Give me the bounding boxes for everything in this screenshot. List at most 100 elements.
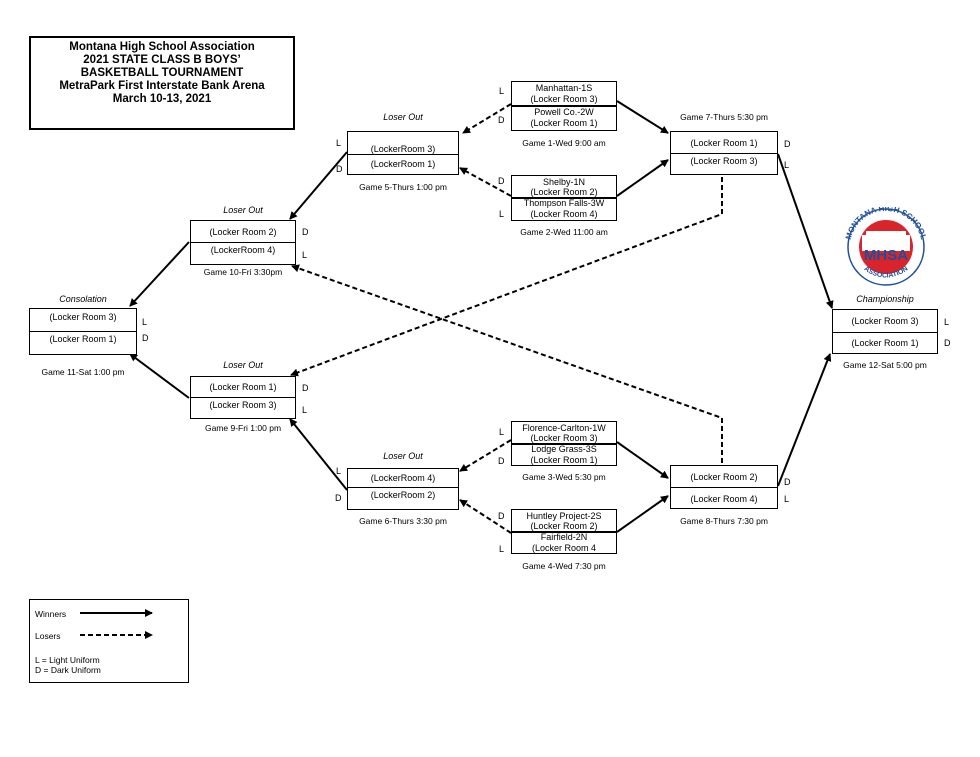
game-8-bottom-room: (Locker Room 4) <box>690 494 758 504</box>
winner-line-g8-g12 <box>777 353 832 487</box>
game-10-caption: Game 10-Fri 3:30pm <box>203 267 283 277</box>
game-2-bottom-team: Thompson Falls-3W <box>523 198 605 208</box>
legend-winners-label: Winners <box>35 609 67 619</box>
game-8-top-uniform: D <box>784 477 791 487</box>
game-6-bottom-uniform: D <box>335 493 342 503</box>
game-8-top-room: (Locker Room 2) <box>690 472 758 482</box>
title-line-venue: MetraPark First Interstate Bank Arena <box>59 80 265 92</box>
game-3-top-uniform: L <box>499 427 505 437</box>
title-line-tournament: BASKETBALL TOURNAMENT <box>80 67 244 79</box>
game-6-caption: Game 6-Thurs 3:30 pm <box>359 516 447 526</box>
game-7-bottom-uniform: L <box>784 160 790 170</box>
game-12-top-uniform: L <box>944 317 950 327</box>
winner-line-g9-g11 <box>129 353 190 399</box>
winner-line-g10-g11 <box>129 241 190 307</box>
winner-line-g1-g7 <box>616 100 669 134</box>
game-9-top-room: (Locker Room 1) <box>209 382 277 392</box>
game-10-top-room: (Locker Room 2) <box>209 227 277 237</box>
game-4-bottom-uniform: L <box>499 544 505 554</box>
game-9-box: (Locker Room 1) (Locker Room 3) <box>190 376 296 419</box>
game-1-top-uniform: L <box>499 86 505 96</box>
game-5-caption: Game 5-Thurs 1:00 pm <box>359 182 447 192</box>
game-12-box: (Locker Room 3) (Locker Room 1) <box>832 309 938 354</box>
game-4-bottom-team: Fairfield-2N <box>540 532 588 542</box>
legend-dark-uniform: D = Dark Uniform <box>35 665 101 675</box>
game-2-bottom-room: (Locker Room 4) <box>530 209 598 219</box>
game-9-label: Loser Out <box>223 360 263 370</box>
legend-light-uniform: L = Light Uniform <box>35 655 100 665</box>
game-4-top-team: Huntley Project-2S <box>526 511 602 521</box>
game-5-bottom-uniform: D <box>336 164 343 174</box>
logo-center-text: MHSA <box>864 247 908 264</box>
game-3-bottom-room: (Locker Room 1) <box>530 455 598 465</box>
game-1-bottom-team: Powell Co.-2W <box>534 107 594 117</box>
game-3-top-team: Florence-Carlton-1W <box>522 423 606 433</box>
game-11-box: (Locker Room 3) (Locker Room 1) <box>29 308 137 355</box>
loser-line-g1-g5 <box>462 103 512 134</box>
game-1-top-room: (Locker Room 3) <box>530 94 598 104</box>
game-11-label: Consolation <box>59 294 107 304</box>
game-10-label: Loser Out <box>223 205 263 215</box>
tournament-title-box: Montana High School Association 2021 STA… <box>29 36 295 130</box>
game-12-bottom-room: (Locker Room 1) <box>851 338 919 348</box>
game-1-top-team: Manhattan-1S <box>535 83 593 93</box>
loser-line-g4-g6 <box>459 499 512 534</box>
game-10-bottom-room: (LockerRoom 4) <box>210 245 276 255</box>
legend-box: Winners Losers L = Light Uniform D = Dar… <box>29 599 189 683</box>
game-11-bottom-room: (Locker Room 1) <box>49 334 117 344</box>
game-5-top-room: (LockerRoom 3) <box>370 144 436 154</box>
game-11-top-room: (Locker Room 3) <box>49 312 117 322</box>
game-6-top-room: (LockerRoom 4) <box>370 473 436 483</box>
game-12-top-room: (Locker Room 3) <box>851 316 919 326</box>
game-9-caption: Game 9-Fri 1:00 pm <box>204 423 282 433</box>
game-6-box: (LockerRoom 4) (LockerRoom 2) <box>347 468 459 510</box>
winner-line-g6-g9 <box>289 418 348 491</box>
game-2-top-uniform: D <box>498 176 505 186</box>
game-7-top-room: (Locker Room 1) <box>690 138 758 148</box>
game-3-bottom-team: Lodge Grass-3S <box>531 444 597 454</box>
winner-line-g4-g8 <box>616 495 669 533</box>
game-7-top-uniform: D <box>784 139 791 149</box>
game-5-label: Loser Out <box>383 112 423 122</box>
game-8-caption: Game 8-Thurs 7:30 pm <box>680 516 768 526</box>
game-12-bottom-uniform: D <box>944 338 951 348</box>
game-1-caption: Game 1-Wed 9:00 am <box>522 138 606 148</box>
title-line-dates: March 10-13, 2021 <box>112 93 212 105</box>
loser-line-g8-g10 <box>291 264 723 463</box>
game-4-caption: Game 4-Wed 7:30 pm <box>522 561 606 571</box>
game-11-caption: Game 11-Sat 1:00 pm <box>41 367 125 377</box>
loser-line-g7-g9 <box>290 177 723 377</box>
game-1-bottom-room: (Locker Room 1) <box>530 118 598 128</box>
game-10-box: (Locker Room 2) (LockerRoom 4) <box>190 220 296 265</box>
game-4-box: Huntley Project-2S (Locker Room 2) Fairf… <box>511 509 617 554</box>
game-5-bottom-room: (LockerRoom 1) <box>370 159 436 169</box>
game-3-top-room: (Locker Room 3) <box>530 433 598 443</box>
game-2-bottom-uniform: L <box>499 209 505 219</box>
game-3-box: Florence-Carlton-1W (Locker Room 3) Lodg… <box>511 421 617 466</box>
game-10-top-uniform: D <box>302 227 309 237</box>
game-7-caption: Game 7-Thurs 5:30 pm <box>680 112 768 122</box>
title-line-association: Montana High School Association <box>69 41 255 53</box>
legend-losers-label: Losers <box>35 631 61 641</box>
loser-line-g3-g6 <box>459 439 512 472</box>
game-5-box: (LockerRoom 3) (LockerRoom 1) <box>347 131 459 175</box>
game-9-top-uniform: D <box>302 383 309 393</box>
game-10-bottom-uniform: L <box>302 250 308 260</box>
winner-line-g3-g8 <box>616 441 669 479</box>
game-2-top-team: Shelby-1N <box>542 177 586 187</box>
game-1-box: Manhattan-1S (Locker Room 3) Powell Co.-… <box>511 81 617 131</box>
mhsa-logo-icon: MONTANA HIGH SCHOOL ASSOCIATION MHSA <box>844 207 928 286</box>
title-line-class: 2021 STATE CLASS B BOYS’ <box>83 54 241 66</box>
game-3-caption: Game 3-Wed 5:30 pm <box>522 472 606 482</box>
game-11-bottom-uniform: D <box>142 333 149 343</box>
game-8-bottom-uniform: L <box>784 494 790 504</box>
game-4-top-uniform: D <box>498 511 505 521</box>
game-9-bottom-uniform: L <box>302 405 308 415</box>
winner-line-g5-g10 <box>289 151 348 220</box>
game-6-bottom-room: (LockerRoom 2) <box>370 490 436 500</box>
game-5-top-uniform: L <box>336 138 342 148</box>
game-2-top-room: (Locker Room 2) <box>530 187 598 197</box>
game-2-box: Shelby-1N (Locker Room 2) Thompson Falls… <box>511 175 617 221</box>
game-8-box: (Locker Room 2) (Locker Room 4) <box>670 465 778 509</box>
game-4-bottom-room: (Locker Room 4 <box>531 543 597 553</box>
